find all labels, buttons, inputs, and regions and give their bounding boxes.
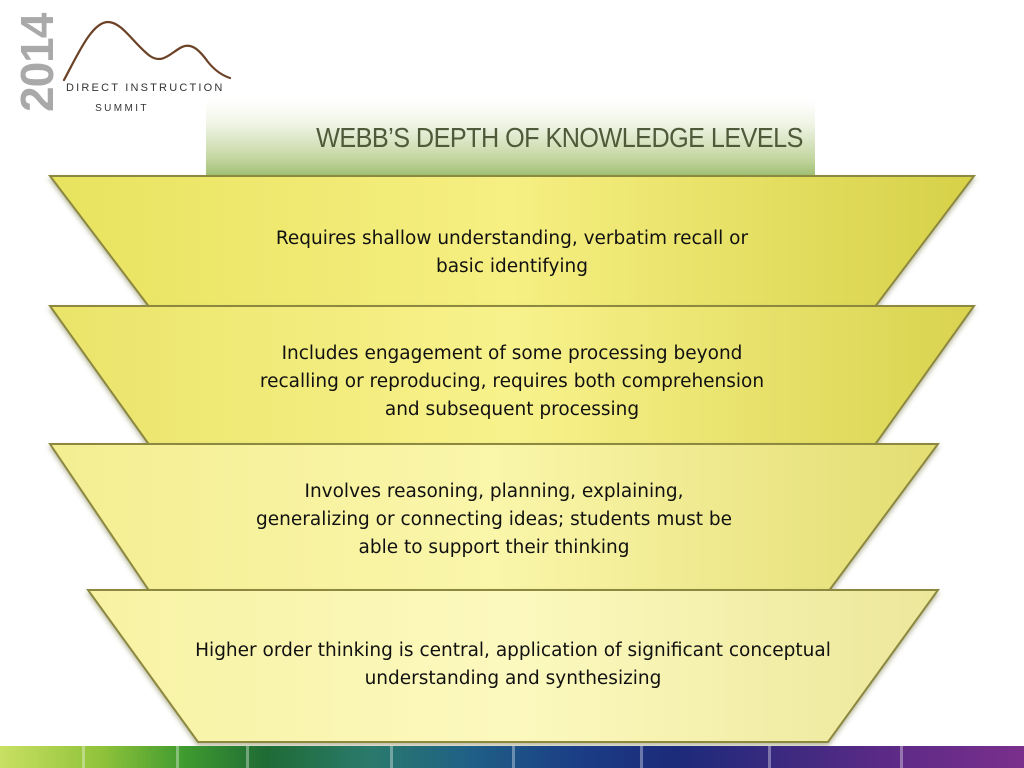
dok-level-3-text: Involves reasoning, planning, explaining… [256,481,732,558]
strip-accent [768,746,771,768]
dok-level-4-band [86,589,940,743]
slide-title: WEBB’S DEPTH OF KNOWLEDGE LEVELS [316,122,803,153]
strip-accent [512,746,515,768]
strip-accent [900,746,903,768]
dok-level-4-text: Higher order thinking is central, applic… [195,640,831,689]
strip-accent [390,746,393,768]
dok-level-2-text: Includes engagement of some processing b… [259,343,765,420]
title-band: WEBB’S DEPTH OF KNOWLEDGE LEVELS [206,100,815,176]
strip-accent [640,746,643,768]
logo-text-summit: SUMMIT [95,103,149,114]
mountain-wave-icon [62,20,232,82]
strip-accent [246,746,249,768]
strip-accent [176,746,179,768]
strip-accent [82,746,85,768]
decorative-color-strip [0,746,1024,768]
summit-logo: 2014 DIRECT INSTRUCTION SUMMIT [0,0,240,125]
logo-text-direct-instruction: DIRECT INSTRUCTION [66,82,225,94]
dok-level-1-text: Requires shallow understanding, verbatim… [275,228,749,277]
